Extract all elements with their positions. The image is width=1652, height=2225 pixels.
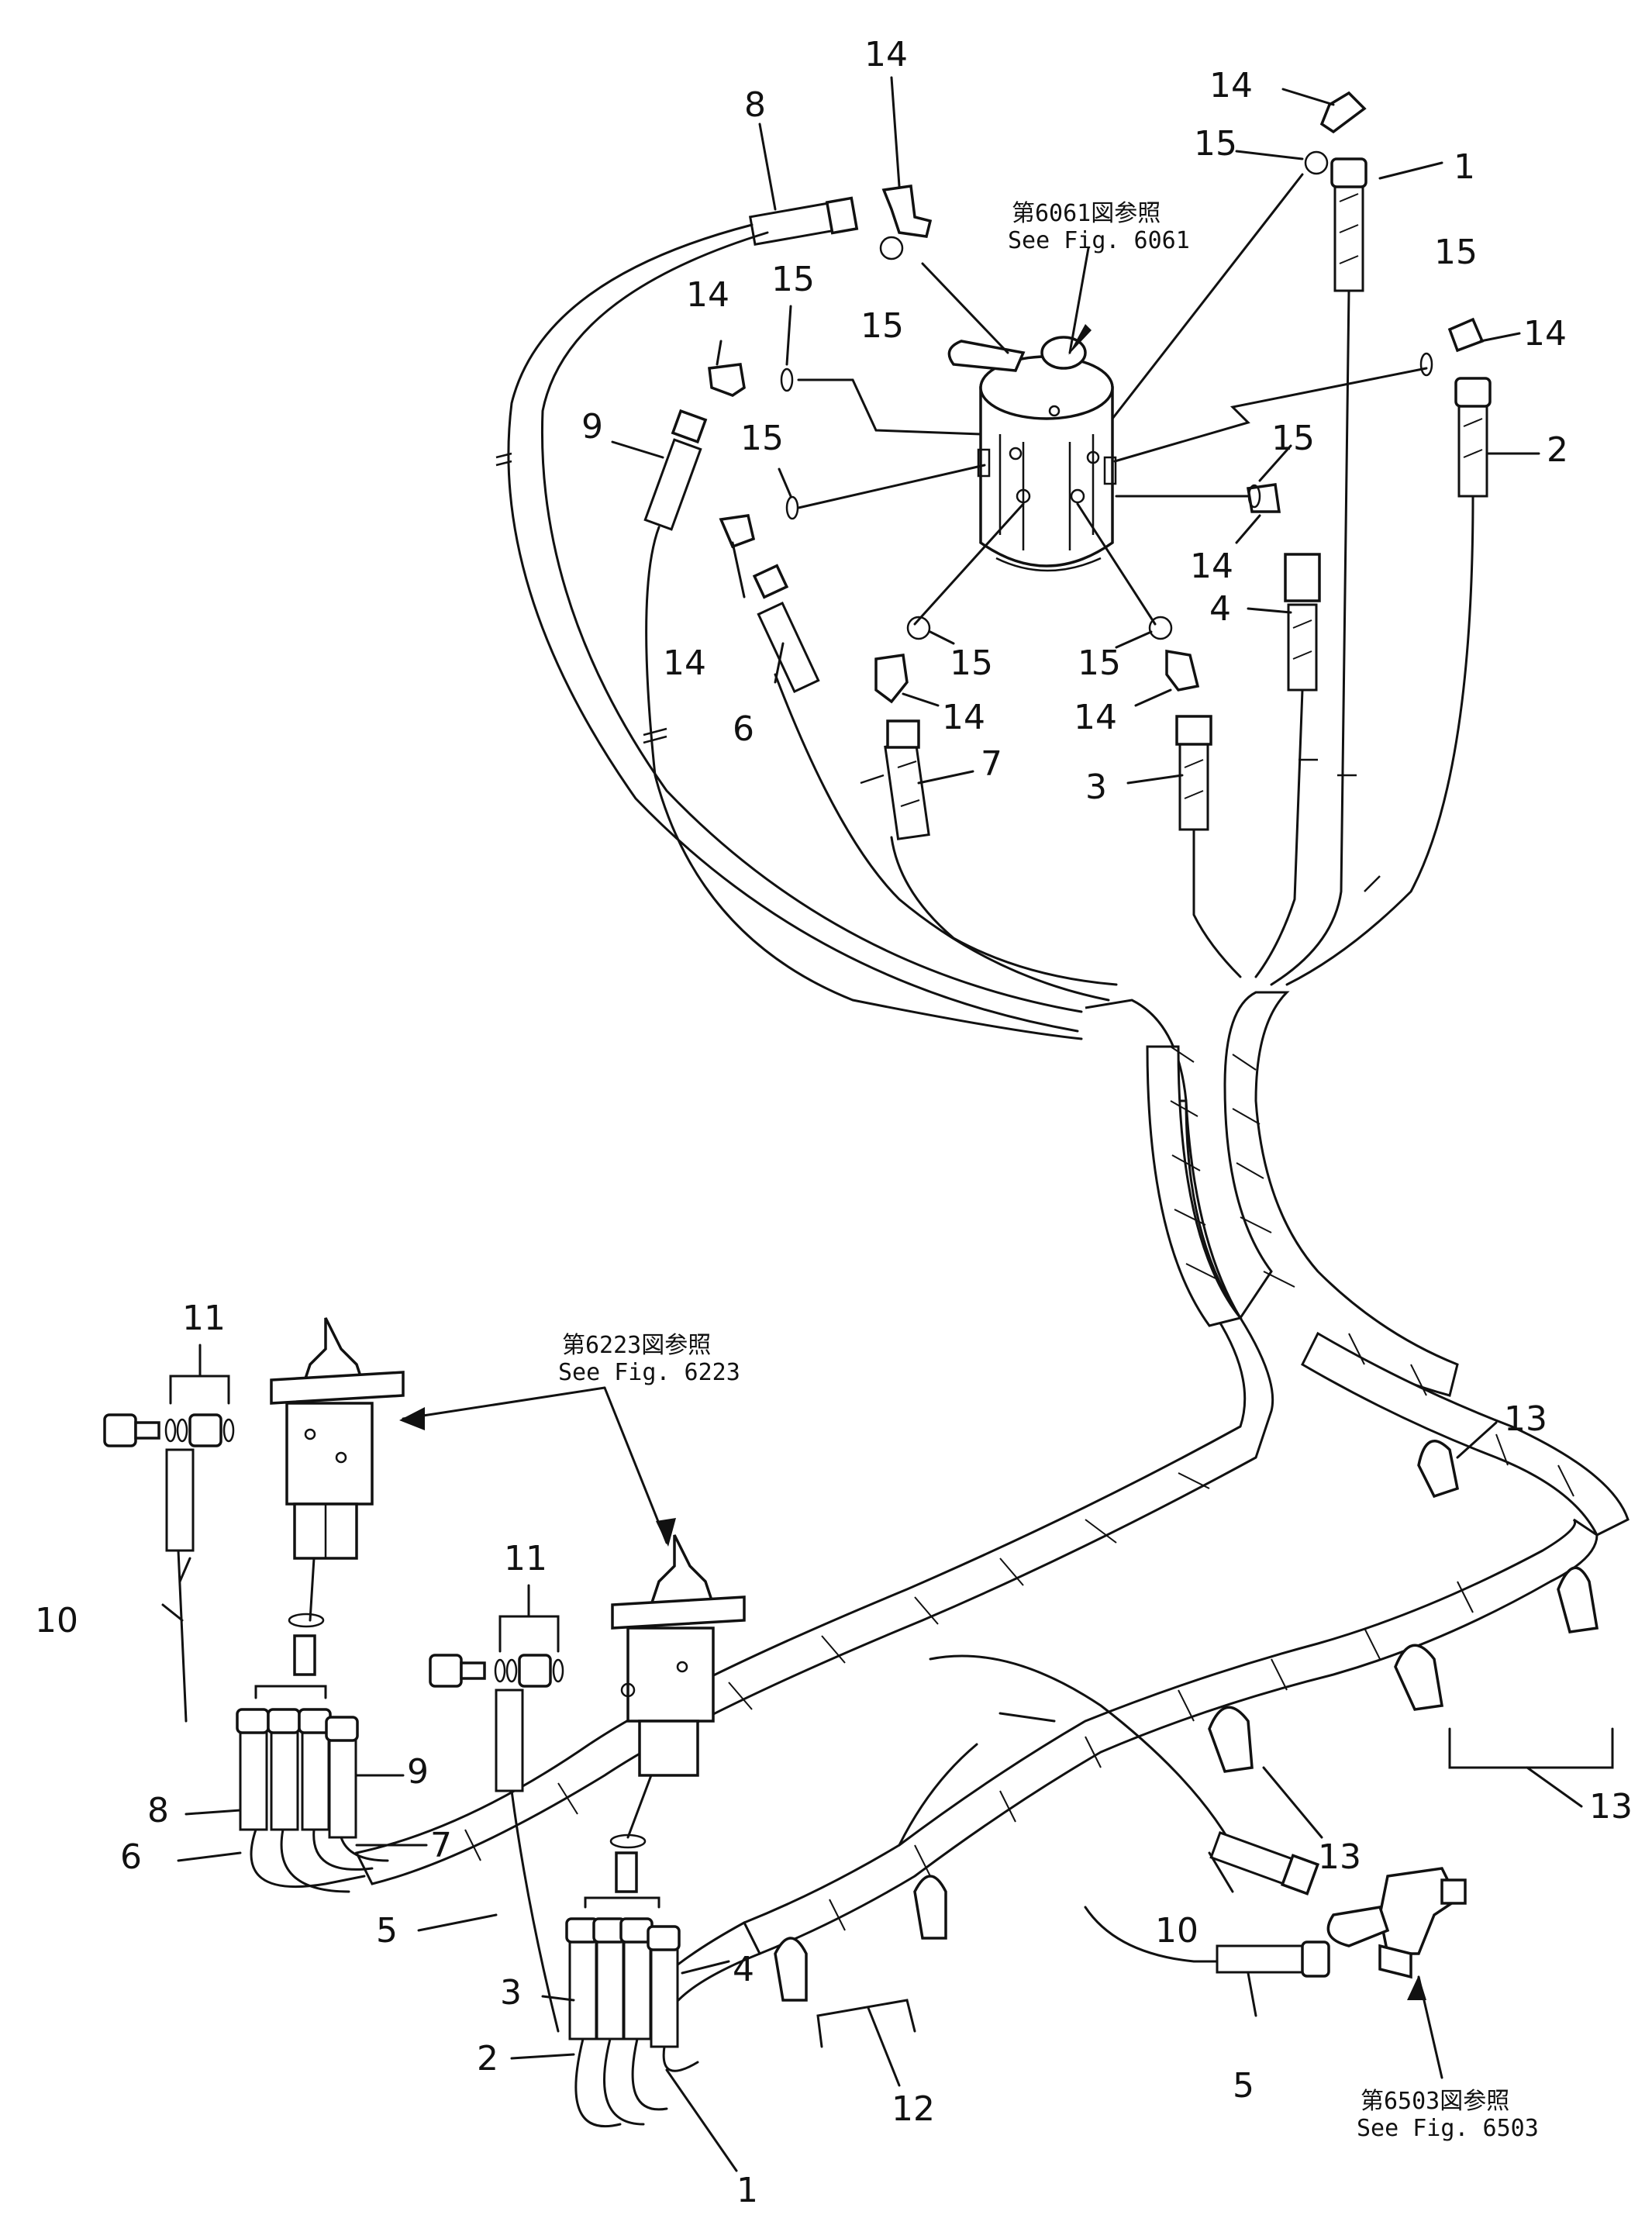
callout-13: 13 [1504,1399,1547,1439]
bracket-lines [169,1344,1614,2087]
callout-13: 13 [1318,1837,1361,1877]
elbow-fittings [708,91,1485,704]
callout-10: 10 [1155,1911,1198,1951]
callout-3: 3 [500,1973,522,2013]
lower-hoses [898,1654,1330,1978]
clamps [774,1440,1599,2002]
valve-ref-en: See Fig. 6223 [558,1359,740,1386]
callout-2: 2 [477,2039,498,2078]
reference-leaders [399,1386,676,1547]
callout-10: 10 [35,1601,78,1640]
callout-14: 14 [1190,547,1233,586]
o-rings [780,150,1433,640]
callout-3: 3 [1085,768,1107,807]
block-ref-ja: 第6503図参照 [1361,2088,1509,2115]
fitting-set-upper [103,1413,235,1723]
callout-12: 12 [892,2089,935,2129]
callout-15: 15 [740,419,784,458]
hose-group-bottom [565,1896,699,2128]
callout-14: 14 [686,275,729,315]
callout-14: 14 [1523,314,1567,354]
callout-1: 1 [1454,147,1475,187]
fitting-set-lower [429,1654,564,2033]
swivel-ref-arrowhead [1068,324,1092,355]
callout-11: 11 [182,1299,226,1338]
callout-14: 14 [1209,66,1253,105]
reference-notes: 第6061図参照 See Fig. 6061 第6223図参照 See Fig.… [558,200,1539,2142]
callout-9: 9 [581,407,603,447]
callout-11: 11 [504,1539,547,1578]
callout-6: 6 [733,709,754,749]
callout-14: 14 [942,698,985,737]
callout-15: 15 [950,643,993,683]
block-ref-en: See Fig. 6503 [1357,2115,1539,2142]
callout-leaders [161,76,1540,2172]
callout-13: 13 [1589,1787,1633,1827]
hose-hatching [897,193,1483,807]
hose-group-left [236,1685,389,1893]
swivel-leaders [797,173,1428,626]
swivel-ref-en: See Fig. 6061 [1008,227,1190,254]
swivel-joint [947,336,1117,572]
callout-5: 5 [376,1911,398,1951]
callout-4: 4 [1209,589,1231,629]
callout-15: 15 [1434,233,1478,272]
valve-ref-ja: 第6223図参照 [562,1332,711,1359]
hose-ends-top [643,157,1492,840]
callout-2: 2 [1547,430,1568,470]
part-callouts: 14 8 14 15 1 15 14 2 15 14 15 9 15 15 14… [35,35,1633,2210]
callout-15: 15 [860,306,904,346]
callout-15: 15 [771,260,815,299]
callout-4: 4 [733,1950,754,1989]
callout-14: 14 [663,643,706,683]
junction-block [1326,1867,1467,2079]
callout-6: 6 [120,1837,142,1877]
callout-15: 15 [1271,419,1315,458]
callout-7: 7 [981,744,1002,784]
callout-9: 9 [407,1752,429,1792]
hose-routing [495,223,1474,1040]
callout-14: 14 [1074,698,1117,737]
callout-14: 14 [864,35,908,74]
swivel-ref-ja: 第6061図参照 [1012,200,1161,227]
callout-5: 5 [1233,2066,1254,2106]
callout-8: 8 [744,85,766,125]
callout-8: 8 [147,1791,169,1830]
pilot-valve-upper [270,1317,405,1676]
callout-15: 15 [1194,124,1237,164]
pilot-valve-lower [609,1534,746,1893]
callout-1: 1 [736,2171,758,2210]
spiral-wrapped-bundle [354,991,1630,2017]
callout-7: 7 [430,1826,452,1865]
callout-15: 15 [1078,643,1121,683]
